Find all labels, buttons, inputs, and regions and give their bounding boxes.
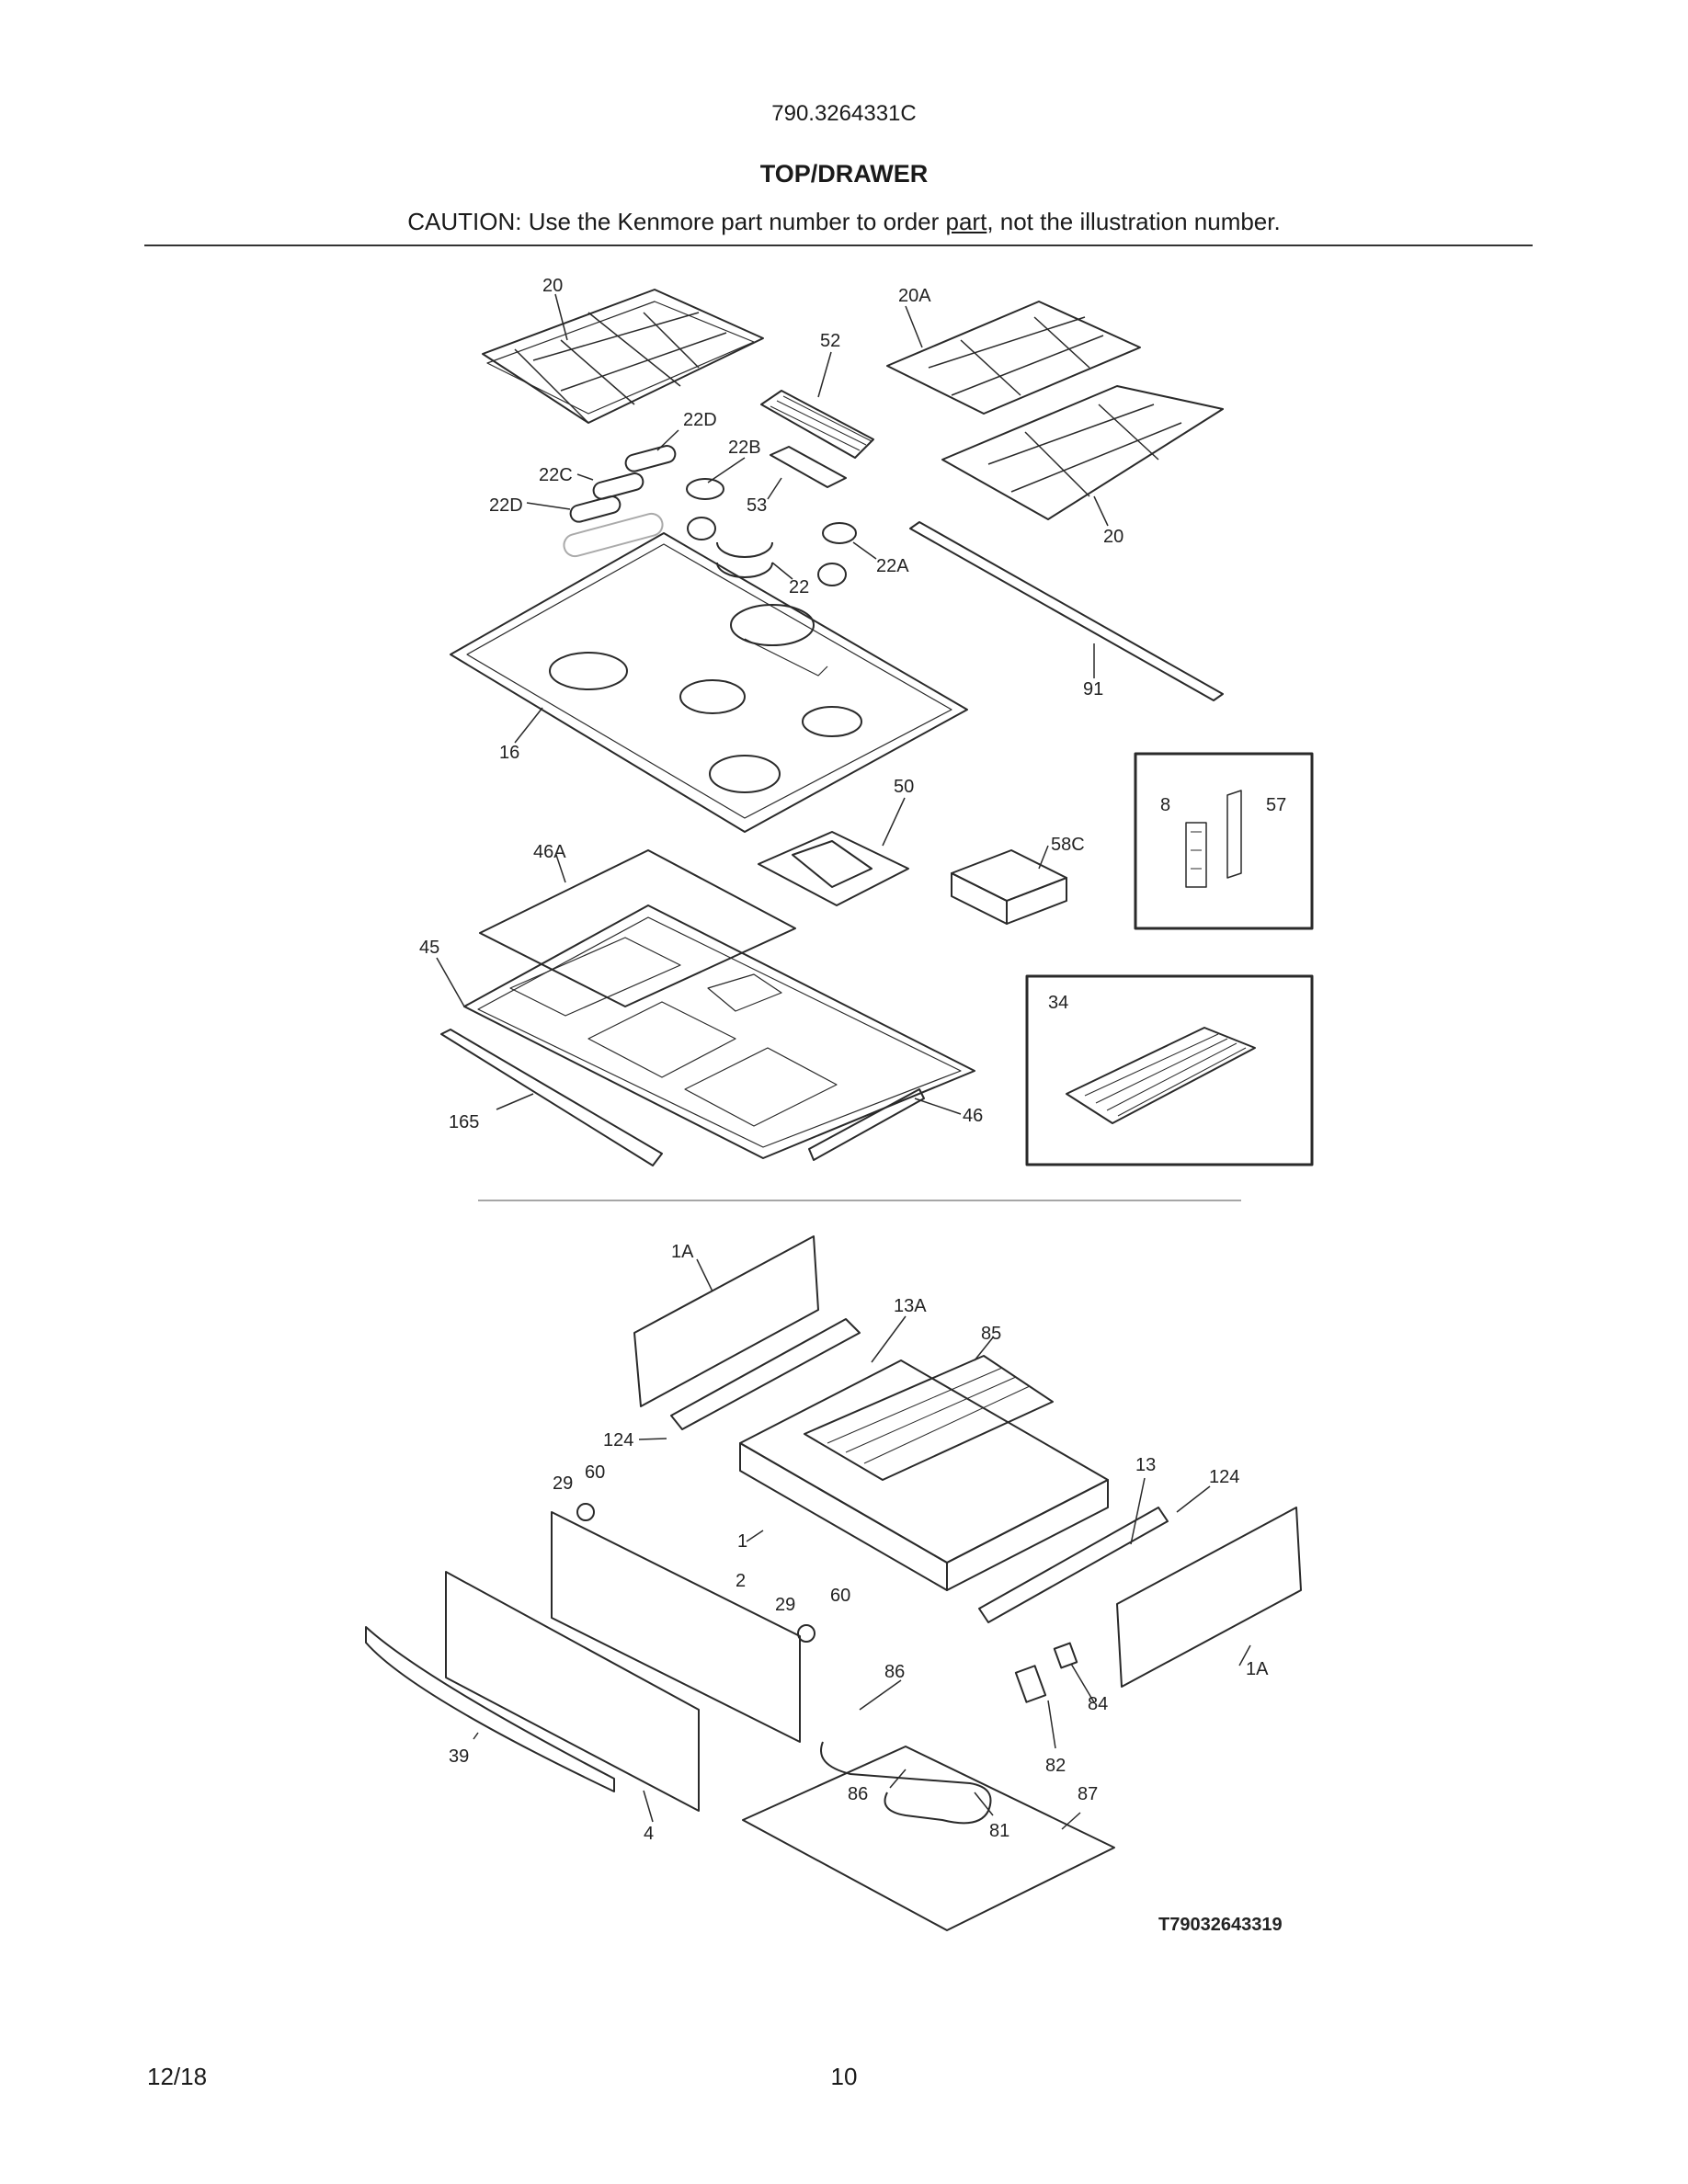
burner-grate-right-lower [941, 385, 1224, 520]
part-84 [1053, 1642, 1078, 1669]
knob-29-left [576, 1503, 595, 1521]
caution-note: CAUTION: Use the Kenmore part number to … [0, 208, 1688, 236]
callout-20-left: 20 [542, 276, 563, 296]
burner-box-frame [463, 849, 975, 1159]
callout-124-right: 124 [1209, 1467, 1239, 1487]
callout-46: 46 [963, 1106, 983, 1126]
inset-box-8-57 [1134, 752, 1314, 930]
callout-1A-top: 1A [671, 1242, 694, 1262]
callout-29-mid: 29 [775, 1595, 795, 1615]
slide-rail-13a [670, 1318, 861, 1430]
callout-60-mid: 60 [830, 1586, 850, 1606]
knob-29-mid [797, 1624, 815, 1643]
cooktop-panel [450, 532, 968, 833]
callout-46A: 46A [533, 842, 566, 862]
part-50 [758, 831, 909, 906]
burner-cap-22b [686, 478, 724, 500]
callout-8: 8 [1160, 795, 1170, 815]
caution-suffix: , not the illustration number. [987, 208, 1281, 235]
callout-60-left: 60 [585, 1462, 605, 1483]
header-rule [144, 245, 1533, 246]
rail-91 [909, 521, 1224, 701]
burner-grate-right-upper [886, 301, 1141, 415]
callout-165: 165 [449, 1112, 479, 1132]
callout-86-top: 86 [884, 1662, 905, 1682]
callout-34: 34 [1048, 993, 1068, 1013]
slide-rail-13 [978, 1507, 1169, 1623]
drawer-body-1 [739, 1359, 1109, 1591]
callout-57: 57 [1266, 795, 1286, 815]
bracket-82 [1014, 1665, 1047, 1703]
burner-cap-22c [592, 472, 644, 500]
callout-81: 81 [989, 1821, 1009, 1841]
callout-1: 1 [737, 1531, 747, 1552]
callout-22A: 22A [876, 556, 909, 576]
callout-29-left: 29 [553, 1473, 573, 1494]
caution-prefix: CAUTION: Use the Kenmore part number to … [407, 208, 946, 235]
leader-lines [436, 293, 1251, 1830]
callout-22: 22 [789, 577, 809, 597]
part-57-label [1226, 790, 1242, 879]
handle-39 [365, 1626, 615, 1792]
callout-85: 85 [981, 1324, 1001, 1344]
figure-code: T79032643319 [1158, 1915, 1283, 1935]
inset-box-34 [1025, 974, 1314, 1166]
callout-22D-left: 22D [489, 495, 523, 516]
caution-part-link[interactable]: part [945, 208, 987, 235]
part-58c-box [951, 849, 1067, 925]
bottom-panel-87 [742, 1746, 1115, 1931]
burner-oval-left [563, 512, 664, 558]
callout-20-right: 20 [1103, 527, 1123, 547]
callout-87: 87 [1078, 1784, 1098, 1804]
callout-13: 13 [1135, 1455, 1156, 1475]
callout-16: 16 [499, 743, 519, 763]
callout-22C: 22C [539, 465, 573, 485]
callout-86-bottom: 86 [848, 1784, 868, 1804]
heating-element-81 [820, 1741, 992, 1825]
side-rail-165 [440, 1029, 663, 1166]
callout-4: 4 [644, 1824, 654, 1844]
callout-52: 52 [820, 331, 840, 351]
burner-head-22 [716, 541, 773, 578]
burner-cap-22d-left [569, 495, 622, 523]
callout-2: 2 [736, 1571, 746, 1591]
part-34-griddle [1066, 1027, 1256, 1124]
callout-39: 39 [449, 1746, 469, 1767]
callout-53: 53 [747, 495, 767, 516]
callout-20A: 20A [898, 286, 931, 306]
callout-50: 50 [894, 777, 914, 797]
center-grate-52 [760, 390, 874, 459]
burner-base-22a [817, 563, 847, 586]
callout-13A: 13A [894, 1296, 927, 1316]
callout-84: 84 [1088, 1694, 1108, 1714]
callout-91: 91 [1083, 679, 1103, 700]
callout-82: 82 [1045, 1756, 1066, 1776]
burner-base-left [687, 517, 716, 540]
drawer-front-4 [445, 1571, 700, 1812]
footer-date: 12/18 [147, 2063, 208, 2090]
callout-58C: 58C [1051, 835, 1085, 855]
callout-1A-right: 1A [1246, 1659, 1269, 1679]
part-53 [770, 446, 847, 488]
side-rail-46 [808, 1088, 925, 1161]
part-8-bracket [1185, 822, 1207, 888]
side-panel-1a-right [1116, 1507, 1302, 1688]
callout-124-left: 124 [603, 1430, 633, 1450]
side-panel-1a-left [633, 1235, 819, 1407]
burner-cap-22d-top [624, 445, 677, 472]
callout-22B: 22B [728, 438, 761, 458]
footer-page-number: 10 [830, 2063, 858, 2090]
callout-45: 45 [419, 938, 439, 958]
drawer-inner-panel-2 [551, 1511, 801, 1743]
model-number: 790.3264331C [771, 101, 917, 126]
broil-rack-85 [804, 1355, 1054, 1481]
burner-cap-22a [822, 522, 857, 544]
section-title: TOP/DRAWER [759, 160, 929, 188]
callout-22D-top: 22D [683, 410, 717, 430]
burner-grate-left [482, 289, 764, 424]
